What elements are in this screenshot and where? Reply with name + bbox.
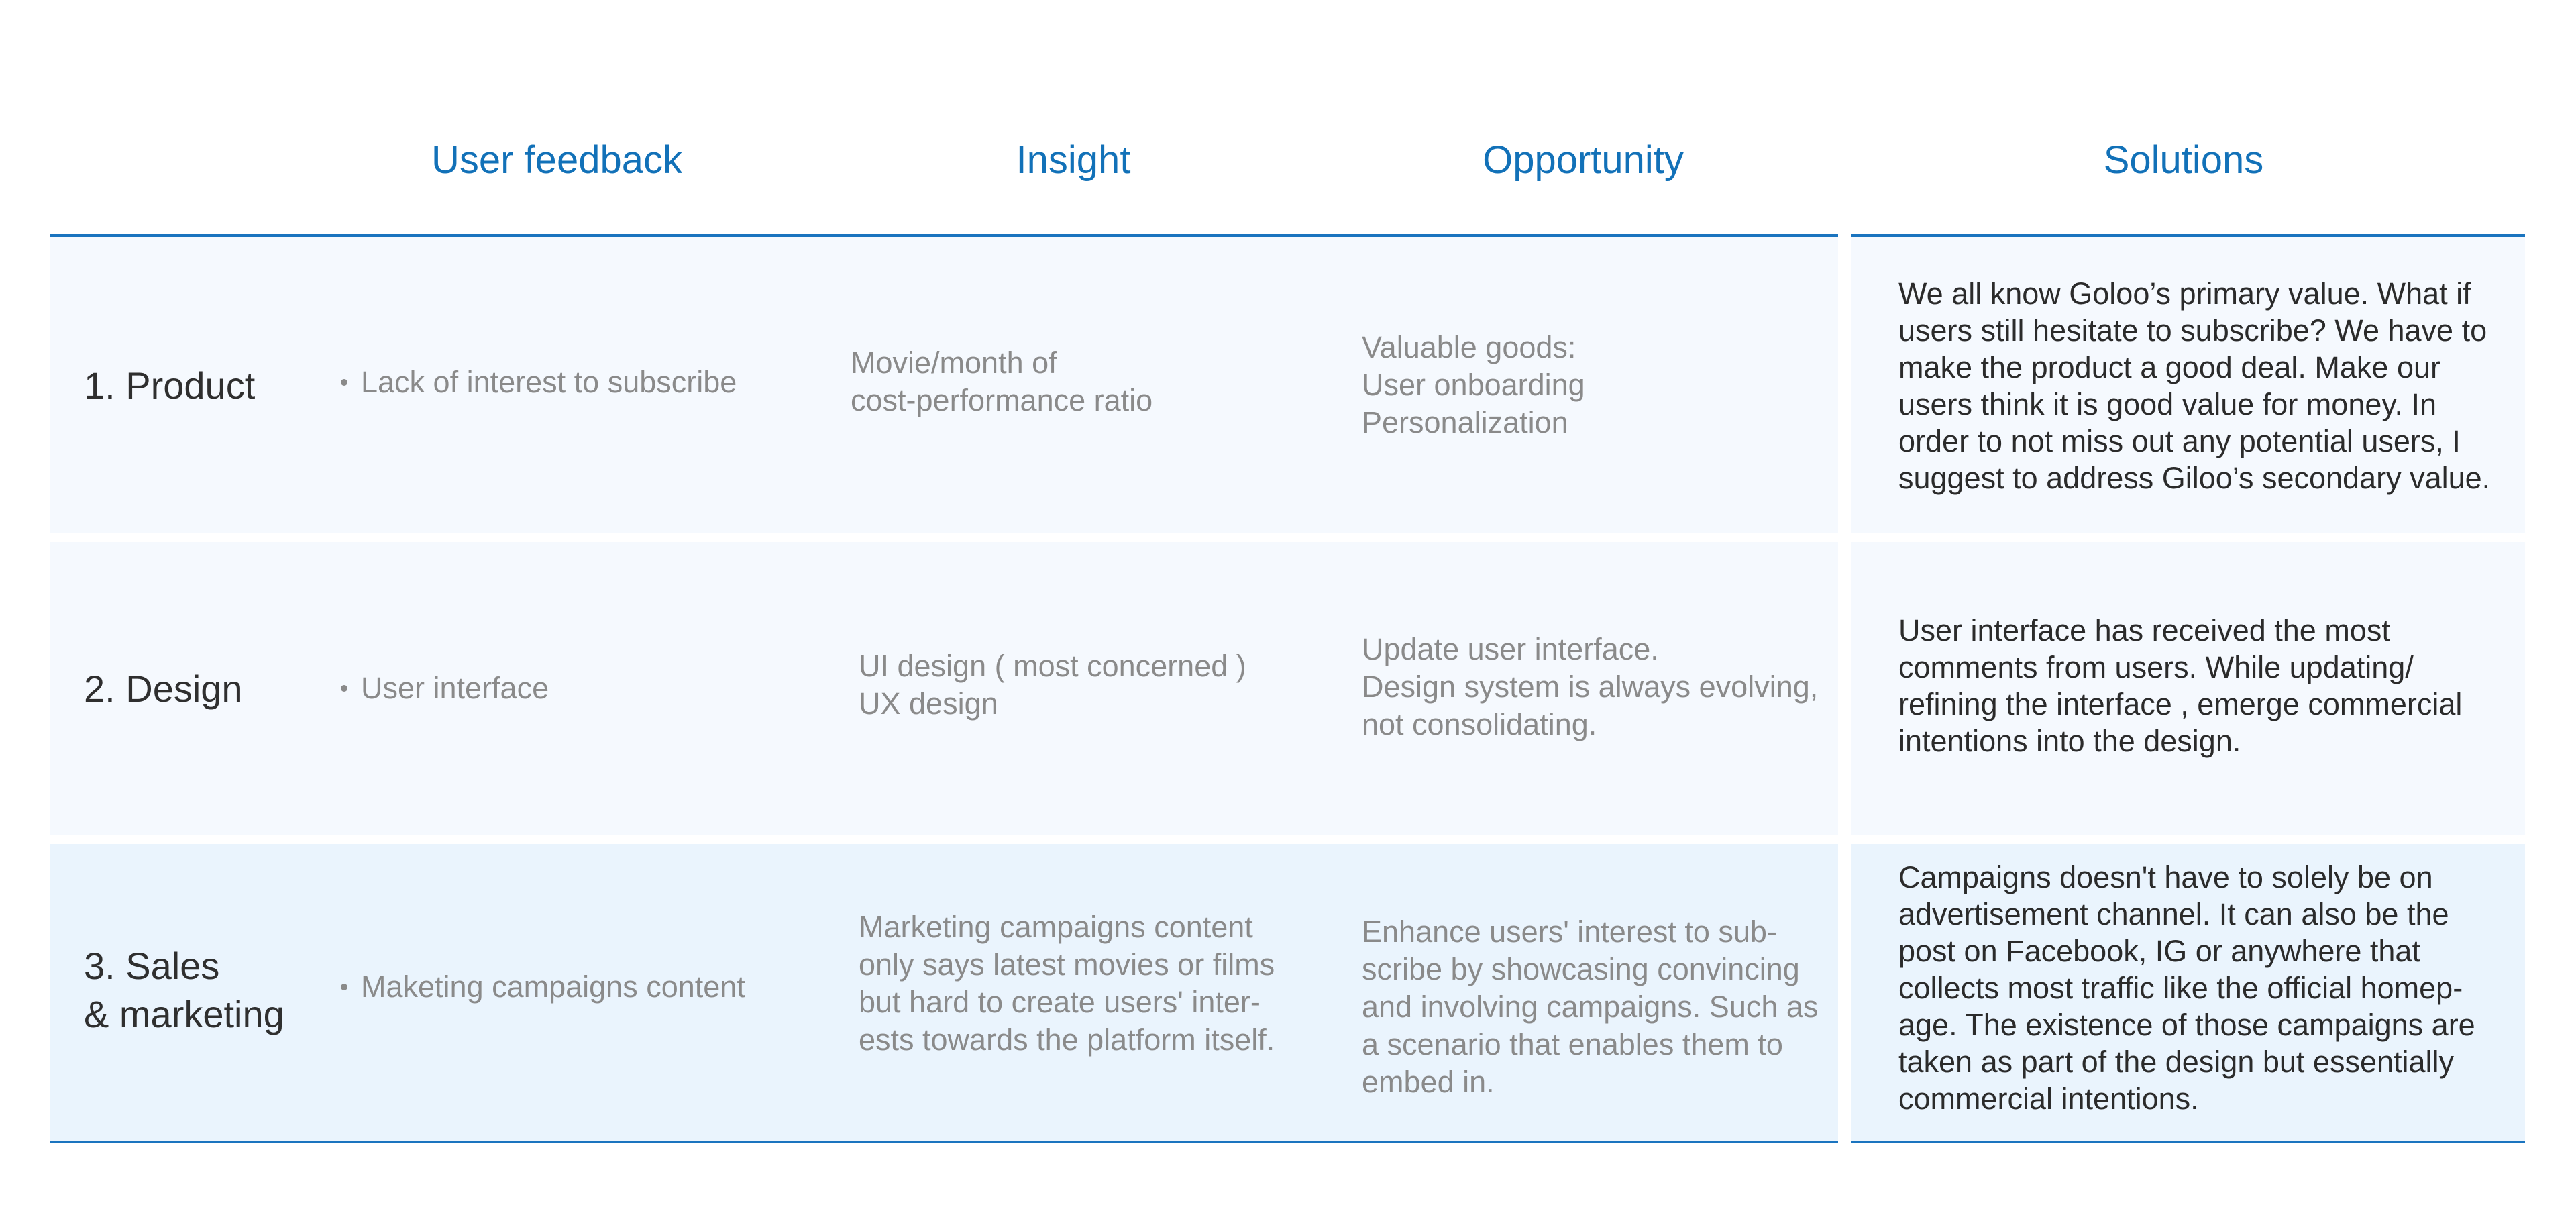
bullet-icon <box>341 685 347 692</box>
opportunity-product: Valuable goods: User onboarding Personal… <box>1362 330 1585 439</box>
row-title-sales-marketing: 3. Sales & marketing <box>84 945 284 1035</box>
insight-product: Movie/month of cost-performance ratio <box>851 346 1153 417</box>
row-title-product: 1. Product <box>84 364 256 407</box>
header-opportunity: Opportunity <box>1483 138 1684 182</box>
opportunity-design: Update user interface. Design system is … <box>1362 632 1819 741</box>
row-background-sales-marketing <box>50 844 1838 1141</box>
feedback-text: User interface <box>361 671 549 705</box>
solution-background-product <box>1851 237 2525 533</box>
row-background-product <box>50 237 1838 533</box>
insight-sales-marketing: Marketing campaigns content only says la… <box>859 910 1275 1057</box>
bullet-icon <box>341 379 347 386</box>
footer-divider-right <box>1851 1141 2525 1143</box>
solution-product: We all know Goloo’s primary value. What … <box>1898 276 2491 495</box>
row-background-design <box>50 542 1838 835</box>
header-divider-right <box>1851 234 2525 237</box>
header-user-feedback: User feedback <box>431 138 682 182</box>
insight-design: UI design ( most concerned ) UX design <box>859 649 1246 721</box>
feedback-text: Maketing campaigns content <box>361 969 745 1004</box>
opportunity-sales-marketing: Enhance users' interest to sub- scribe b… <box>1362 914 1819 1099</box>
solution-background-sales-marketing <box>1851 844 2525 1141</box>
feedback-item-product: Lack of interest to subscribe <box>341 364 737 401</box>
feedback-item-design: User interface <box>341 670 549 707</box>
solution-background-design <box>1851 542 2525 835</box>
feedback-text: Lack of interest to subscribe <box>361 365 737 399</box>
feedback-item-sales-marketing: Maketing campaigns content <box>341 968 745 1006</box>
row-title-design: 2. Design <box>84 668 243 710</box>
solution-sales-marketing: Campaigns doesn't have to solely be on a… <box>1898 860 2475 1116</box>
header-divider-left <box>50 234 1838 237</box>
footer-divider-left <box>50 1141 1838 1143</box>
solution-design: User interface has received the most com… <box>1898 613 2463 758</box>
bullet-icon <box>341 984 347 990</box>
header-solutions: Solutions <box>2103 138 2264 182</box>
header-insight: Insight <box>1016 138 1131 182</box>
